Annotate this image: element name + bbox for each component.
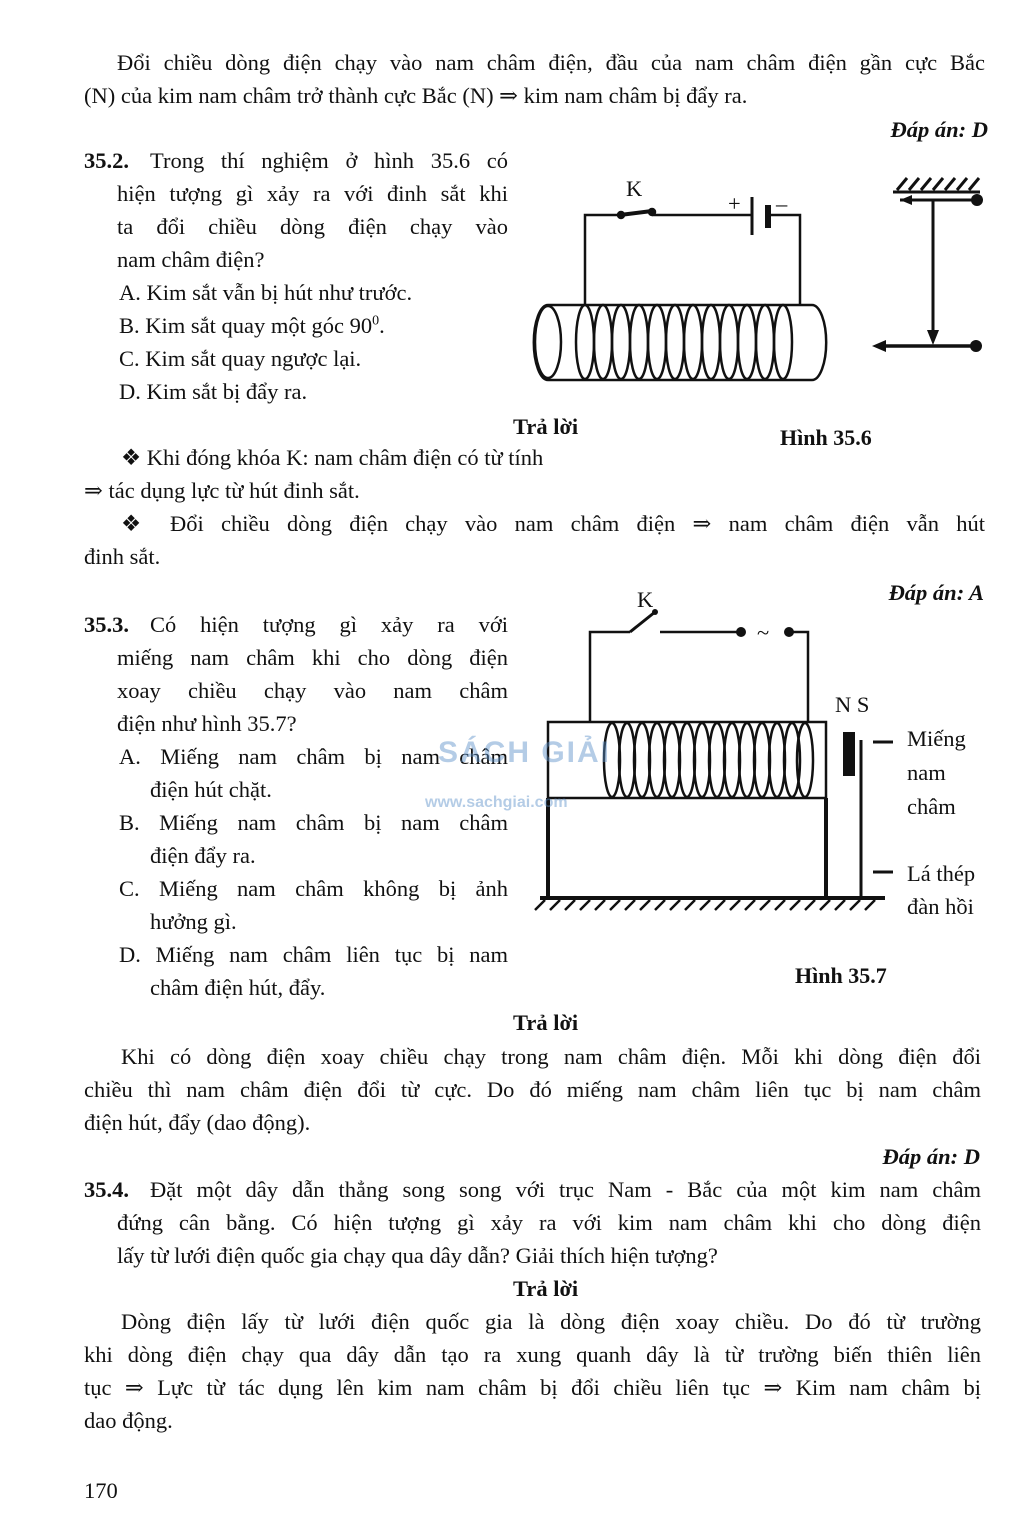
q352-option-c: C. Kim sắt quay ngược lại. [119, 346, 362, 371]
question-number-35-3: 35.3. [84, 612, 129, 637]
q352-line-3: ta đổi chiều dòng điện chạy vào [117, 214, 508, 239]
q354-answer-line-1: Dòng điện lấy từ lưới điện quốc gia là d… [121, 1309, 981, 1334]
q354-answer-line-2: khi dòng điện chạy qua dây dẫn tạo ra xu… [84, 1342, 981, 1367]
ceiling-hatch [895, 177, 981, 191]
q354-line-3: lấy từ lưới điện quốc gia chạy qua dây d… [117, 1243, 718, 1268]
watermark-url: www.sachgiai.com [425, 794, 568, 811]
q353-option-a: A. Miếng nam châm bị nam châm [119, 744, 508, 769]
coil-windings [602, 721, 815, 799]
q353-answer-line-2: chiều thì nam châm điện đổi từ cực. Do đ… [84, 1077, 981, 1102]
q353-line-4: điện như hình 35.7? [117, 711, 297, 736]
q352-line-4: nam châm điện? [117, 247, 265, 272]
q353-option-d: D. Miếng nam châm liên tục bị nam [119, 942, 508, 967]
switch-k [619, 209, 653, 217]
wire-right [790, 630, 810, 722]
fig356-caption: Hình 35.6 [780, 425, 872, 450]
q354-answer-line-3: tục ⇒ Lực từ tác dụng lên kim nam châm b… [84, 1375, 981, 1400]
q353-option-b-cont: điện đẩy ra. [150, 843, 256, 868]
q352-option-a: A. Kim sắt vẫn bị hút như trước. [119, 280, 413, 305]
q352-answer-line-4: đinh sắt. [84, 544, 161, 569]
fig357-caption: Hình 35.7 [795, 963, 887, 988]
fig357-switch-label: K [637, 587, 654, 612]
q353-option-a-cont: điện hút chặt. [150, 777, 272, 802]
q353-answer-line-3: điện hút, đẩy (dao động). [84, 1110, 311, 1135]
fig356-minus: – [776, 191, 788, 216]
fig357-ac-symbol: ~ [757, 620, 770, 645]
answer-35-1: Đáp án: D [890, 117, 988, 142]
ac-terminal-right [784, 627, 794, 637]
q352-answer-line-1: ❖ Khi đóng khóa K: nam châm điện có từ t… [121, 445, 544, 470]
q353-line-1: Có hiện tượng gì xảy ra với [150, 612, 508, 637]
ac-terminal-left [736, 627, 746, 637]
q353-answer-heading: Trả lời [513, 1010, 579, 1035]
switch-k [629, 610, 656, 634]
nail-tip-icon [872, 340, 886, 352]
q354-line-1: Đặt một dây dẫn thẳng song song với trục… [150, 1177, 981, 1202]
question-number-35-4: 35.4. [84, 1177, 129, 1202]
wire-left [588, 630, 630, 722]
q352-line-1: Trong thí nghiệm ở hình 35.6 có [150, 148, 508, 173]
coil-end-face [533, 304, 563, 380]
fig357-magnet-label-3: châm [907, 794, 956, 819]
fig356-switch-label: K [626, 176, 643, 201]
wire-right [775, 213, 802, 305]
fig356-plus: + [728, 191, 741, 216]
intro-line-1: Đổi chiều dòng điện chạy vào nam châm đi… [117, 50, 985, 75]
question-number-35-2: 35.2. [84, 148, 129, 173]
answer-35-2: Đáp án: A [888, 580, 984, 605]
q353-option-d-cont: châm điện hút, đẩy. [150, 975, 326, 1000]
q353-answer-line-1: Khi có dòng điện xoay chiều chạy trong n… [121, 1044, 981, 1069]
coil-windings [574, 303, 794, 381]
q354-answer-line-4: dao động. [84, 1408, 173, 1433]
q352-option-b: B. Kim sắt quay một góc 900. [119, 313, 385, 338]
q354-answer-heading: Trả lời [513, 1276, 579, 1301]
base-hatch [534, 899, 876, 911]
q352-answer-heading: Trả lời [513, 414, 579, 439]
figure-35-6 [532, 177, 983, 382]
intro-line-2: (N) của kim nam châm trở thành cực Bắc (… [84, 83, 748, 108]
page-number: 170 [84, 1478, 118, 1503]
watermark-brand: SÁCH GIẢI [438, 736, 612, 769]
nail-head [970, 340, 982, 352]
fig357-magnet-label-2: nam [907, 760, 946, 785]
q353-option-b: B. Miếng nam châm bị nam châm [119, 810, 508, 835]
q354-line-2: đứng cân bằng. Có hiện tượng gì xảy ra v… [117, 1210, 981, 1235]
q353-option-c: C. Miếng nam châm không bị ảnh [119, 876, 508, 901]
q352-option-d: D. Kim sắt bị đẩy ra. [119, 379, 308, 404]
fig357-pole-labels: N S [835, 692, 870, 717]
fig357-magnet-label-1: Miếng [907, 726, 966, 751]
q353-option-c-cont: hưởng gì. [150, 909, 237, 934]
small-magnet [843, 732, 855, 776]
fig357-steel-label-1: Lá thép [907, 861, 976, 886]
q353-line-2: miếng nam châm khi cho dòng điện [117, 645, 508, 670]
q352-answer-line-3: ❖ Đổi chiều dòng điện chạy vào nam châm … [121, 511, 985, 536]
q352-answer-line-2: ⇒ tác dụng lực từ hút đinh sắt. [84, 478, 360, 503]
figure-35-7 [534, 609, 893, 911]
wire-left [583, 213, 620, 305]
q353-line-3: xoay chiều chạy vào nam châm [117, 678, 508, 703]
q352-line-2: hiện tượng gì xảy ra với đinh sắt khi [117, 181, 508, 206]
arrow-down-icon [927, 330, 939, 345]
answer-35-3: Đáp án: D [882, 1144, 980, 1169]
fig357-steel-label-2: đàn hồi [907, 894, 974, 919]
